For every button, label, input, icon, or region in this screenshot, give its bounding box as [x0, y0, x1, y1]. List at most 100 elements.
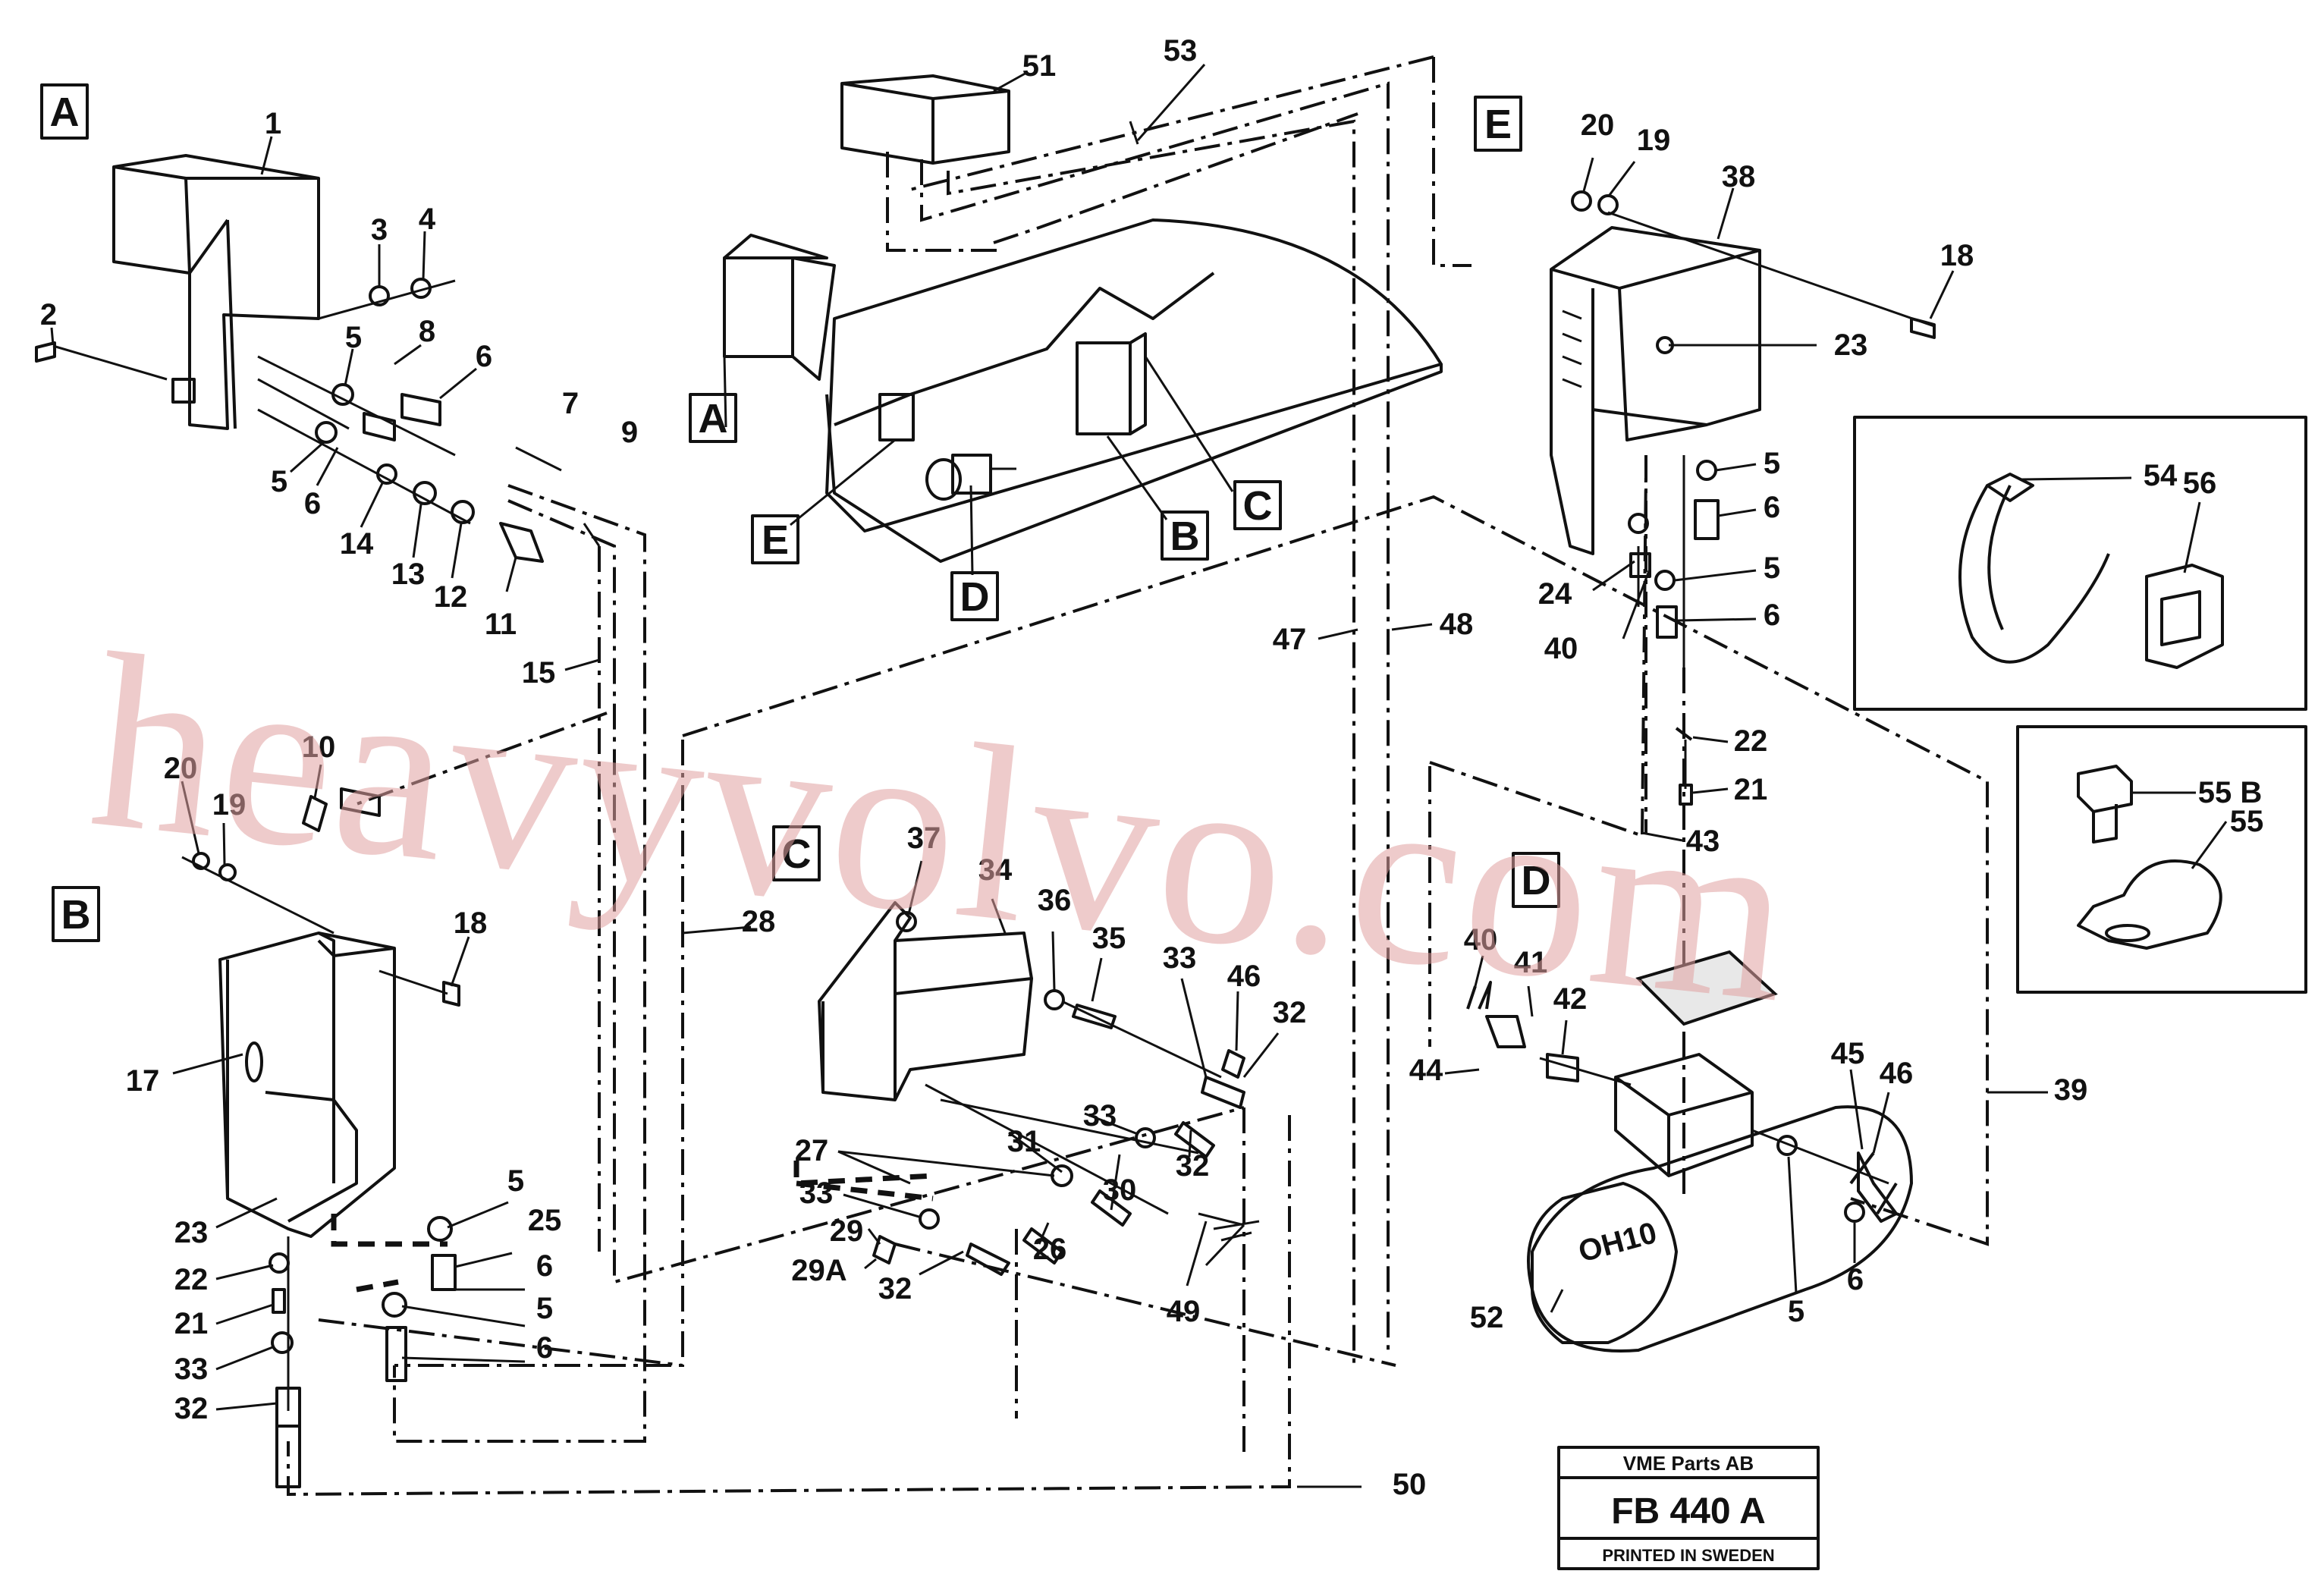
title-block-footer: PRINTED IN SWEDEN — [1602, 1546, 1774, 1565]
callout-56: 56 — [2183, 467, 2217, 500]
callout-21e: 21 — [1734, 773, 1768, 806]
callout-37: 37 — [907, 822, 941, 855]
callout-5g: 5 — [1788, 1295, 1804, 1328]
callout-38: 38 — [1722, 160, 1756, 193]
callout-6e: 6 — [1764, 491, 1780, 524]
callout-32c: 32 — [1176, 1149, 1210, 1183]
callout-30: 30 — [1103, 1173, 1137, 1207]
callout-33: 33 — [174, 1353, 209, 1386]
callout-28: 28 — [742, 905, 776, 938]
callout-6: 6 — [476, 340, 492, 373]
callout-48: 48 — [1440, 608, 1474, 641]
callout-24: 24 — [1538, 577, 1572, 611]
callout-55: 55 — [2230, 805, 2264, 838]
motor-marking: OH10 — [1575, 1216, 1660, 1269]
callout-7: 7 — [562, 387, 579, 420]
svg-text:C: C — [782, 831, 812, 877]
callout-25: 25 — [528, 1204, 562, 1237]
callout-3: 3 — [371, 213, 388, 247]
callout-23: 23 — [174, 1216, 209, 1249]
callout-6g: 6 — [1847, 1263, 1864, 1296]
title-block-company: VME Parts AB — [1623, 1452, 1754, 1475]
callout-29: 29 — [830, 1214, 864, 1248]
cable-routes — [287, 55, 1989, 1497]
callout-23e: 23 — [1834, 328, 1868, 362]
callout-13: 13 — [391, 558, 426, 591]
callout-40e: 40 — [1544, 632, 1578, 665]
callout-19e: 19 — [1637, 124, 1671, 157]
callout-32: 32 — [174, 1392, 209, 1425]
junction-box-51 — [840, 74, 1010, 165]
callout-17: 17 — [126, 1064, 160, 1098]
callout-27: 27 — [795, 1134, 829, 1167]
main-tag-d: D — [950, 571, 999, 621]
callout-15: 15 — [522, 656, 556, 690]
callout-4: 4 — [419, 203, 436, 236]
callout-6c: 6 — [536, 1249, 553, 1283]
callout-6d: 6 — [536, 1331, 553, 1365]
callout-8: 8 — [419, 315, 435, 348]
callout-18: 18 — [454, 906, 488, 940]
callout-10: 10 — [302, 730, 336, 764]
svg-text:D: D — [1522, 858, 1551, 903]
callout-43: 43 — [1686, 825, 1720, 858]
callout-33c: 33 — [1083, 1099, 1117, 1133]
callout-33d: 33 — [799, 1177, 834, 1210]
title-block-drawing-number: FB 440 A — [1611, 1491, 1766, 1532]
callout-22: 22 — [174, 1263, 209, 1296]
callout-14: 14 — [340, 527, 374, 561]
callout-39: 39 — [2054, 1073, 2088, 1107]
callout-51: 51 — [1022, 49, 1057, 83]
callout-20e: 20 — [1581, 108, 1615, 142]
callout-41: 41 — [1514, 946, 1548, 979]
svg-text:C: C — [1243, 483, 1273, 529]
callout-5f: 5 — [1764, 551, 1780, 585]
callout-32d: 32 — [878, 1272, 912, 1305]
svg-text:A: A — [699, 396, 728, 441]
view-tag-e: E — [1474, 96, 1522, 152]
callout-18e: 18 — [1940, 239, 1974, 272]
callout-32b: 32 — [1273, 996, 1307, 1029]
callout-45: 45 — [1831, 1037, 1865, 1070]
callout-52: 52 — [1470, 1301, 1504, 1334]
callout-50: 50 — [1393, 1468, 1427, 1501]
callout-34: 34 — [978, 853, 1013, 887]
main-tag-e: E — [751, 514, 799, 564]
callout-21: 21 — [174, 1307, 209, 1340]
view-a-box-1 — [35, 154, 544, 563]
view-tag-c: C — [772, 825, 821, 881]
main-tag-a: A — [689, 393, 737, 443]
callout-5b: 5 — [271, 465, 287, 498]
callout-53: 53 — [1164, 34, 1198, 68]
view-c-box-34 — [818, 901, 1260, 1276]
leader-lines — [50, 64, 2228, 1488]
view-tag-d: D — [1512, 852, 1560, 908]
svg-text:B: B — [1170, 514, 1200, 559]
callout-49: 49 — [1167, 1295, 1201, 1328]
callout-31: 31 — [1007, 1125, 1041, 1158]
detail-inset-cable-tie — [1853, 416, 2307, 711]
callout-29a: 29A — [791, 1254, 846, 1287]
callout-22e: 22 — [1734, 724, 1768, 758]
box-a-on-console — [723, 234, 836, 381]
callout-5e: 5 — [1764, 447, 1780, 480]
svg-text:D: D — [960, 574, 990, 620]
view-b-box-17 — [181, 787, 460, 1488]
callout-33b: 33 — [1163, 941, 1197, 975]
cab-console-assembly — [723, 218, 1443, 563]
part-callouts: 1 2 3 4 5 8 6 7 9 5 6 14 13 12 11 15 10 … — [40, 34, 2263, 1501]
view-tag-b: B — [52, 886, 100, 942]
callout-46d: 46 — [1880, 1057, 1914, 1090]
callout-5c: 5 — [507, 1164, 524, 1198]
callout-42: 42 — [1553, 982, 1588, 1016]
callout-6f: 6 — [1764, 598, 1780, 632]
callout-5: 5 — [345, 321, 362, 354]
title-block: VME Parts AB FB 440 A PRINTED IN SWEDEN — [1557, 1446, 1820, 1570]
callout-26: 26 — [1033, 1233, 1067, 1266]
svg-text:E: E — [1484, 102, 1512, 147]
callout-44: 44 — [1409, 1054, 1443, 1087]
view-d-motor-52: OH10 — [1466, 950, 1913, 1353]
callout-19: 19 — [212, 788, 247, 822]
